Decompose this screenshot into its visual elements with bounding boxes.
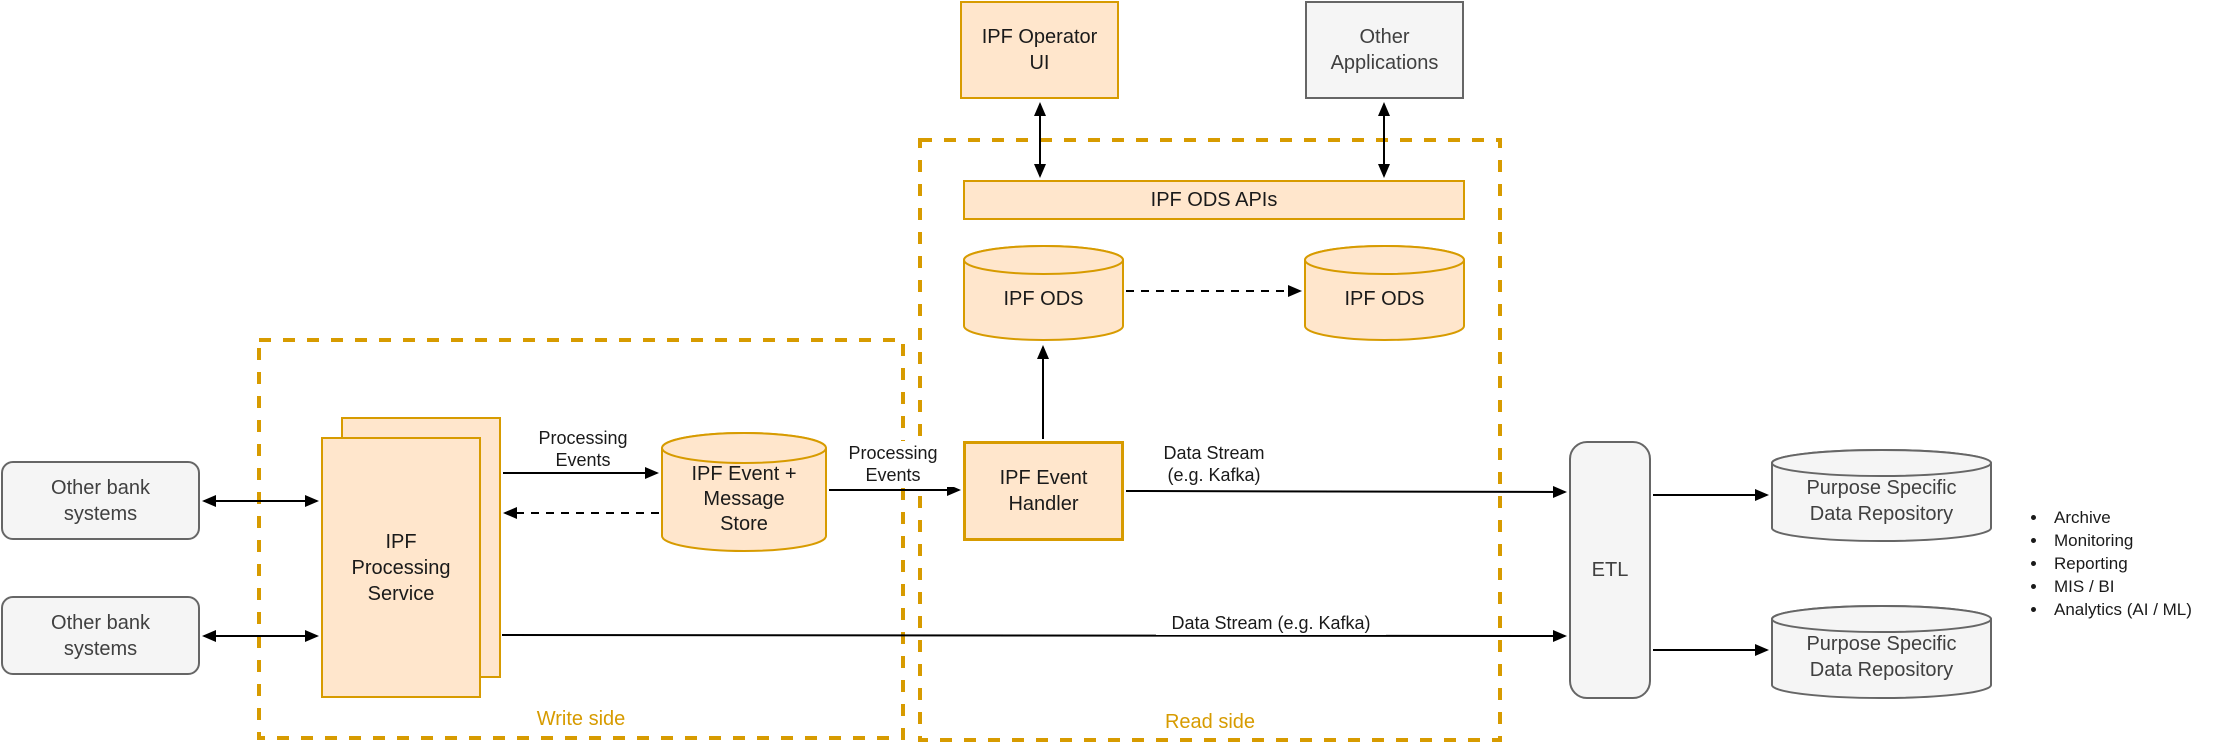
node-ipf-event-message-store: IPF Event + Message Store [661, 432, 827, 552]
node-purpose-repo-bottom: Purpose Specific Data Repository [1771, 605, 1992, 699]
node-label: IPF ODS [1344, 288, 1425, 310]
repository-purpose-list: Archive Monitoring Reporting MIS / BI An… [2014, 506, 2226, 621]
node-other-bank-systems-top: Other bank systems [1, 461, 200, 540]
node-etl: ETL [1569, 441, 1651, 699]
node-label: IPF Event + Message Store [691, 462, 797, 535]
read-side-label: Read side [1164, 711, 1256, 733]
node-label: IPF ODS [1003, 288, 1084, 310]
cylinder-shape [1304, 245, 1465, 341]
cylinder-shape [1771, 449, 1992, 542]
edge-label-processing-events-right: Processing Events [831, 441, 955, 487]
edge-label-processing-events-left: Processing Events [521, 426, 645, 472]
node-ipf-ods-primary: IPF ODS [963, 245, 1124, 341]
cylinder-shape [963, 245, 1124, 341]
cylinder-shape [661, 432, 827, 552]
node-other-bank-systems-bottom: Other bank systems [1, 596, 200, 675]
node-other-applications: Other Applications [1305, 1, 1464, 99]
edge-processing-etl-datastream [501, 629, 1567, 642]
list-item: Archive [2048, 506, 2226, 529]
edge-label-data-stream-lower: Data Stream (e.g. Kafka) [1156, 611, 1386, 635]
node-ipf-operator-ui: IPF Operator UI [960, 1, 1119, 99]
node-ipf-ods-replica: IPF ODS [1304, 245, 1465, 341]
node-ipf-processing-service: IPF Processing Service [321, 437, 481, 698]
node-purpose-repo-top: Purpose Specific Data Repository [1771, 449, 1992, 542]
edge-label-data-stream-upper: Data Stream (e.g. Kafka) [1146, 441, 1282, 487]
node-ipf-ods-apis: IPF ODS APIs [963, 180, 1465, 220]
cylinder-shape [1771, 605, 1992, 699]
list-item: MIS / BI [2048, 575, 2226, 598]
write-side-label: Write side [536, 708, 626, 730]
node-label: Purpose Specific Data Repository [1806, 476, 1957, 525]
read-side-boundary [918, 138, 1502, 742]
write-side-boundary [257, 338, 905, 740]
list-item: Reporting [2048, 552, 2226, 575]
node-ipf-event-handler: IPF Event Handler [963, 441, 1124, 541]
list-item: Analytics (AI / ML) [2048, 598, 2226, 621]
list-item: Monitoring [2048, 529, 2226, 552]
edge-eventhandler-etl [1125, 485, 1567, 498]
node-label: Purpose Specific Data Repository [1806, 633, 1957, 681]
